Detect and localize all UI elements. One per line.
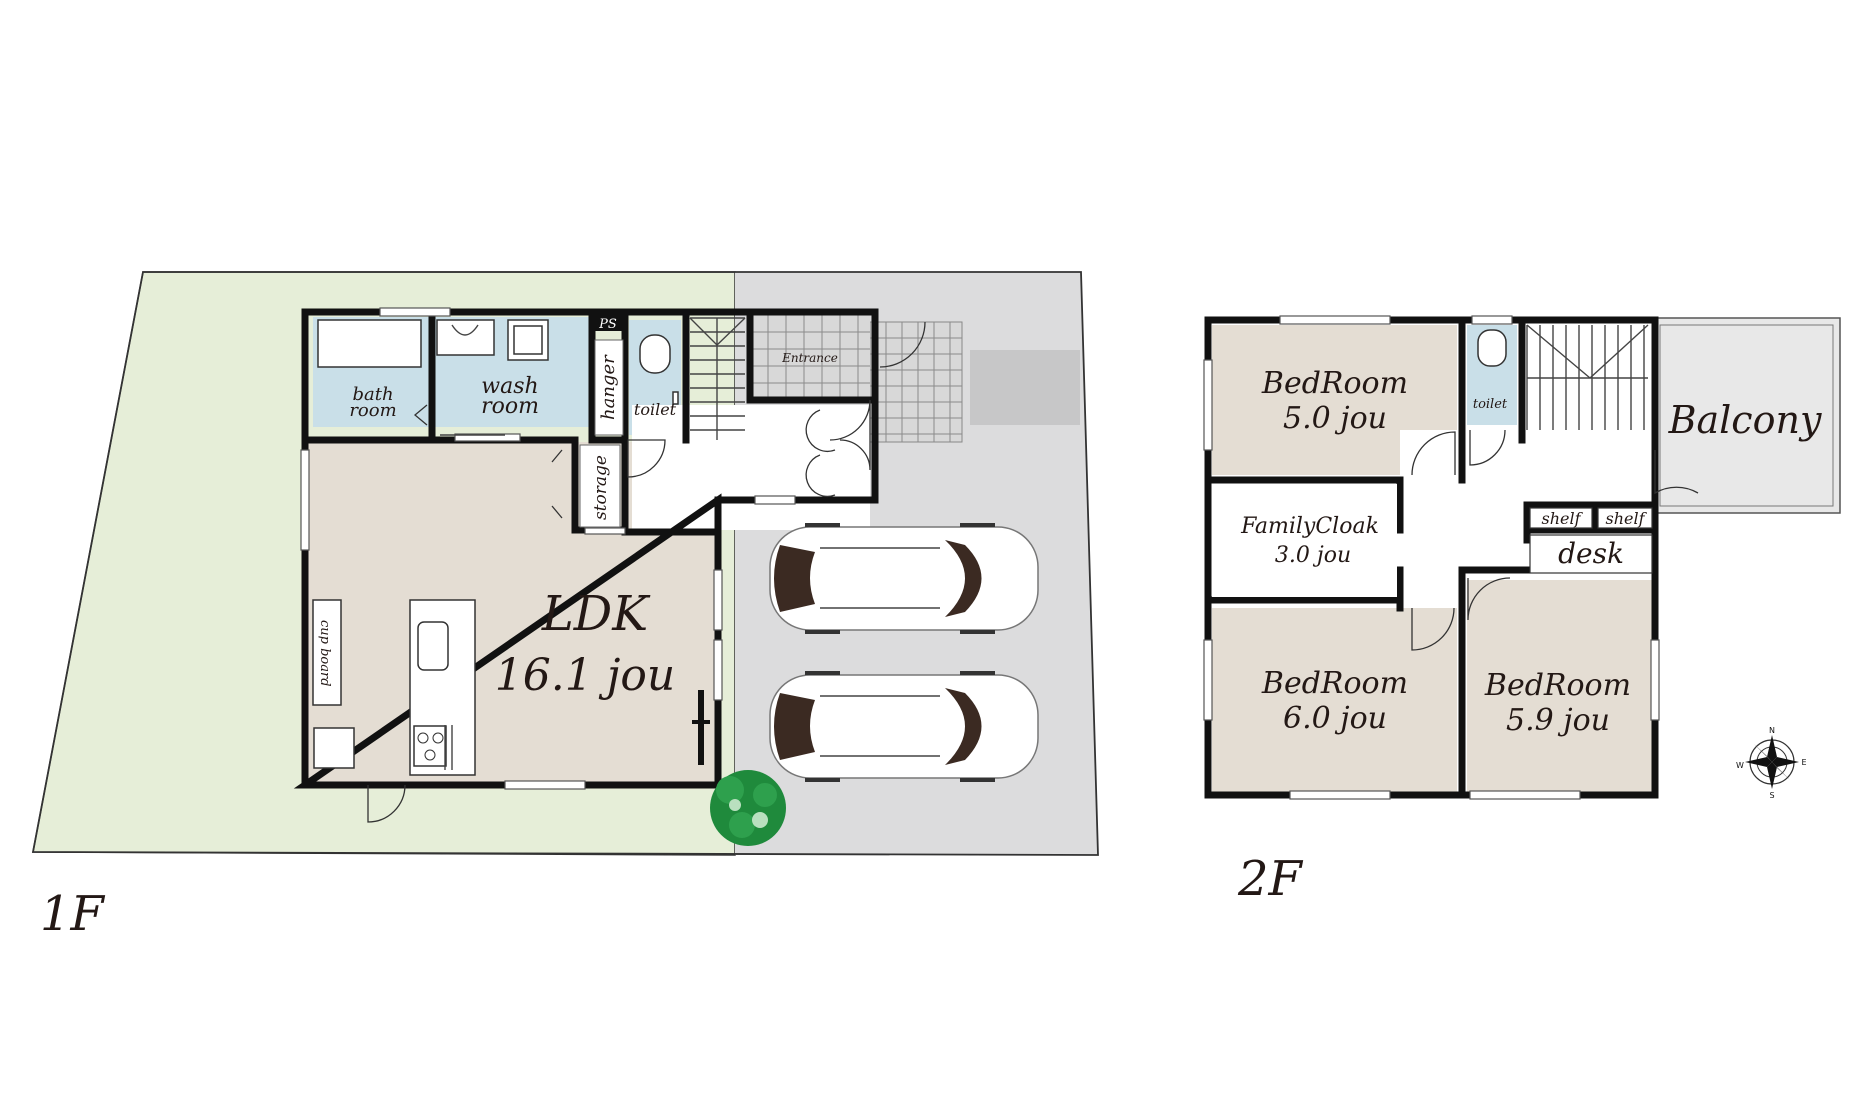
floor-label-2f: 2F bbox=[1237, 851, 1304, 907]
entrance-tiles bbox=[750, 315, 870, 400]
family-cloak-label: FamilyCloak bbox=[1240, 514, 1379, 539]
cupboard-label: cup board bbox=[317, 620, 332, 687]
windows-2f bbox=[1203, 315, 1660, 800]
balcony-floor bbox=[1652, 317, 1841, 514]
first-floor-plan: LDK 16.1 jou bath room wash room hanger … bbox=[31, 271, 1099, 942]
wash-label-line2: room bbox=[481, 394, 539, 419]
bath-label-line1: bath bbox=[352, 384, 393, 405]
bedroom-nw-label: BedRoom bbox=[1261, 366, 1408, 401]
compass-e: E bbox=[1801, 758, 1806, 767]
car-upper bbox=[769, 523, 1039, 634]
compass-s: S bbox=[1769, 791, 1774, 800]
bath-tub bbox=[317, 319, 422, 368]
ps-box bbox=[592, 313, 624, 331]
kitchen-island bbox=[409, 599, 476, 776]
bedroom-sw-size: 6.0 jou bbox=[1283, 701, 1387, 736]
toilet-fixture-1f bbox=[639, 334, 679, 405]
floor-label-1f: 1F bbox=[40, 886, 106, 942]
shelf-left-box bbox=[1529, 507, 1593, 529]
entrance-label: Entrance bbox=[781, 351, 838, 365]
compass-n: N bbox=[1769, 726, 1775, 735]
bath-label-line2: room bbox=[349, 400, 396, 421]
porch-tiles bbox=[869, 321, 963, 443]
stairs-1f bbox=[689, 317, 746, 440]
balcony-label: Balcony bbox=[1668, 398, 1822, 442]
site-outline bbox=[31, 271, 1099, 856]
bedroom-se-label: BedRoom bbox=[1484, 668, 1631, 703]
entrance-floor bbox=[750, 315, 870, 400]
bedroom-sw-floor bbox=[1212, 608, 1457, 793]
stairs-2f bbox=[1526, 324, 1649, 430]
windows-1f bbox=[300, 307, 796, 790]
bedroom-se-floor bbox=[1467, 578, 1652, 793]
desk-label: desk bbox=[1558, 537, 1624, 570]
storage-space bbox=[579, 444, 621, 528]
family-cloak-size: 3.0 jou bbox=[1275, 543, 1351, 568]
toilet-fixture-2f bbox=[1477, 329, 1507, 367]
hanger-space bbox=[594, 339, 624, 436]
compass-w: W bbox=[1736, 761, 1744, 770]
shelf-right-label: shelf bbox=[1605, 509, 1647, 528]
tree bbox=[710, 770, 786, 846]
desk-box bbox=[1529, 534, 1653, 574]
compass-icon: N S E W bbox=[1736, 726, 1806, 800]
second-floor-plan: BedRoom 5.0 jou FamilyCloak 3.0 jou BedR… bbox=[1203, 315, 1841, 907]
doors-1f bbox=[367, 321, 926, 823]
bedroom-sw-label: BedRoom bbox=[1261, 666, 1408, 701]
wash-label-line1: wash bbox=[481, 374, 538, 399]
fridge bbox=[313, 727, 355, 769]
car-lower bbox=[769, 671, 1039, 782]
cupboard bbox=[312, 599, 342, 706]
cloak-inner bbox=[1212, 484, 1397, 597]
ldk-label: LDK bbox=[541, 586, 651, 642]
tv-board bbox=[698, 690, 704, 765]
approach-path bbox=[970, 350, 1080, 425]
toilet-label-1f: toilet bbox=[634, 400, 677, 419]
wash-fixtures bbox=[413, 319, 549, 436]
bedroom-se-size: 5.9 jou bbox=[1506, 703, 1610, 738]
shelf-left-label: shelf bbox=[1541, 509, 1583, 528]
hall-floor bbox=[632, 405, 870, 530]
storage-label: storage bbox=[591, 455, 611, 520]
ps-label: PS bbox=[598, 317, 617, 332]
toilet-label-2f: toilet bbox=[1473, 397, 1508, 412]
hanger-label: hanger bbox=[598, 354, 619, 420]
ldk-size-label: 16.1 jou bbox=[495, 650, 675, 701]
doors-2f bbox=[1411, 429, 1699, 651]
shelf-right-box bbox=[1597, 507, 1653, 529]
bedroom-nw-size: 5.0 jou bbox=[1283, 401, 1387, 436]
ldk-floor-upper bbox=[308, 442, 568, 527]
